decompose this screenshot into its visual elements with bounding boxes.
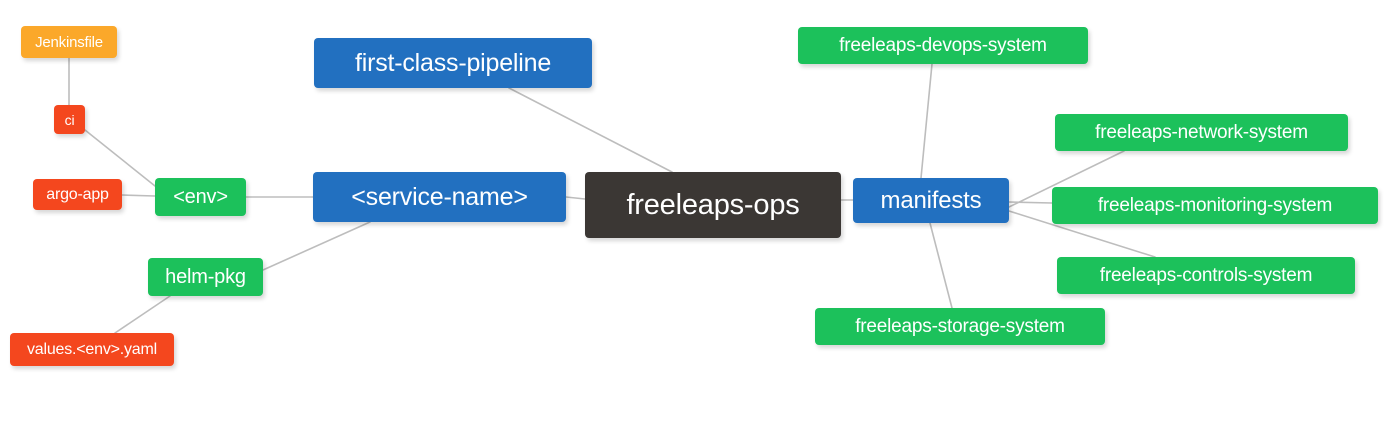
- edge-service-name-to-helm-pkg: [262, 221, 371, 271]
- mindmap-node-first-class-pipeline[interactable]: first-class-pipeline: [314, 38, 592, 88]
- mindmap-node-service-name[interactable]: <service-name>: [313, 172, 566, 222]
- edge-manifests-to-freeleaps-monitoring-system: [1008, 201, 1053, 204]
- mindmap-node-freeleaps-storage-system[interactable]: freeleaps-storage-system: [815, 308, 1105, 345]
- mindmap-node-manifests[interactable]: manifests: [853, 178, 1009, 223]
- edge-manifests-to-freeleaps-devops-system: [920, 63, 933, 179]
- edge-freeleaps-ops-to-first-class-pipeline: [508, 87, 673, 173]
- mindmap-node-freeleaps-ops[interactable]: freeleaps-ops: [585, 172, 841, 238]
- edge-freeleaps-ops-to-service-name: [565, 196, 586, 200]
- mindmap-node-jenkinsfile[interactable]: Jenkinsfile: [21, 26, 117, 58]
- mindmap-node-values-env-yaml[interactable]: values.<env>.yaml: [10, 333, 174, 366]
- mindmap-node-freeleaps-network-system[interactable]: freeleaps-network-system: [1055, 114, 1348, 151]
- mindmap-node-env[interactable]: <env>: [155, 178, 246, 216]
- mindmap-node-freeleaps-controls-system[interactable]: freeleaps-controls-system: [1057, 257, 1355, 294]
- mindmap-node-argo-app[interactable]: argo-app: [33, 179, 122, 210]
- edge-env-to-argo-app: [121, 194, 156, 197]
- mindmap-node-ci[interactable]: ci: [54, 105, 85, 134]
- edge-env-to-ci: [84, 129, 156, 187]
- edge-manifests-to-freeleaps-storage-system: [929, 222, 953, 309]
- edge-helm-pkg-to-values-env-yaml: [114, 295, 171, 334]
- mindmap-node-freeleaps-devops-system[interactable]: freeleaps-devops-system: [798, 27, 1088, 64]
- mindmap-node-helm-pkg[interactable]: helm-pkg: [148, 258, 263, 296]
- mindmap-node-freeleaps-monitoring-system[interactable]: freeleaps-monitoring-system: [1052, 187, 1378, 224]
